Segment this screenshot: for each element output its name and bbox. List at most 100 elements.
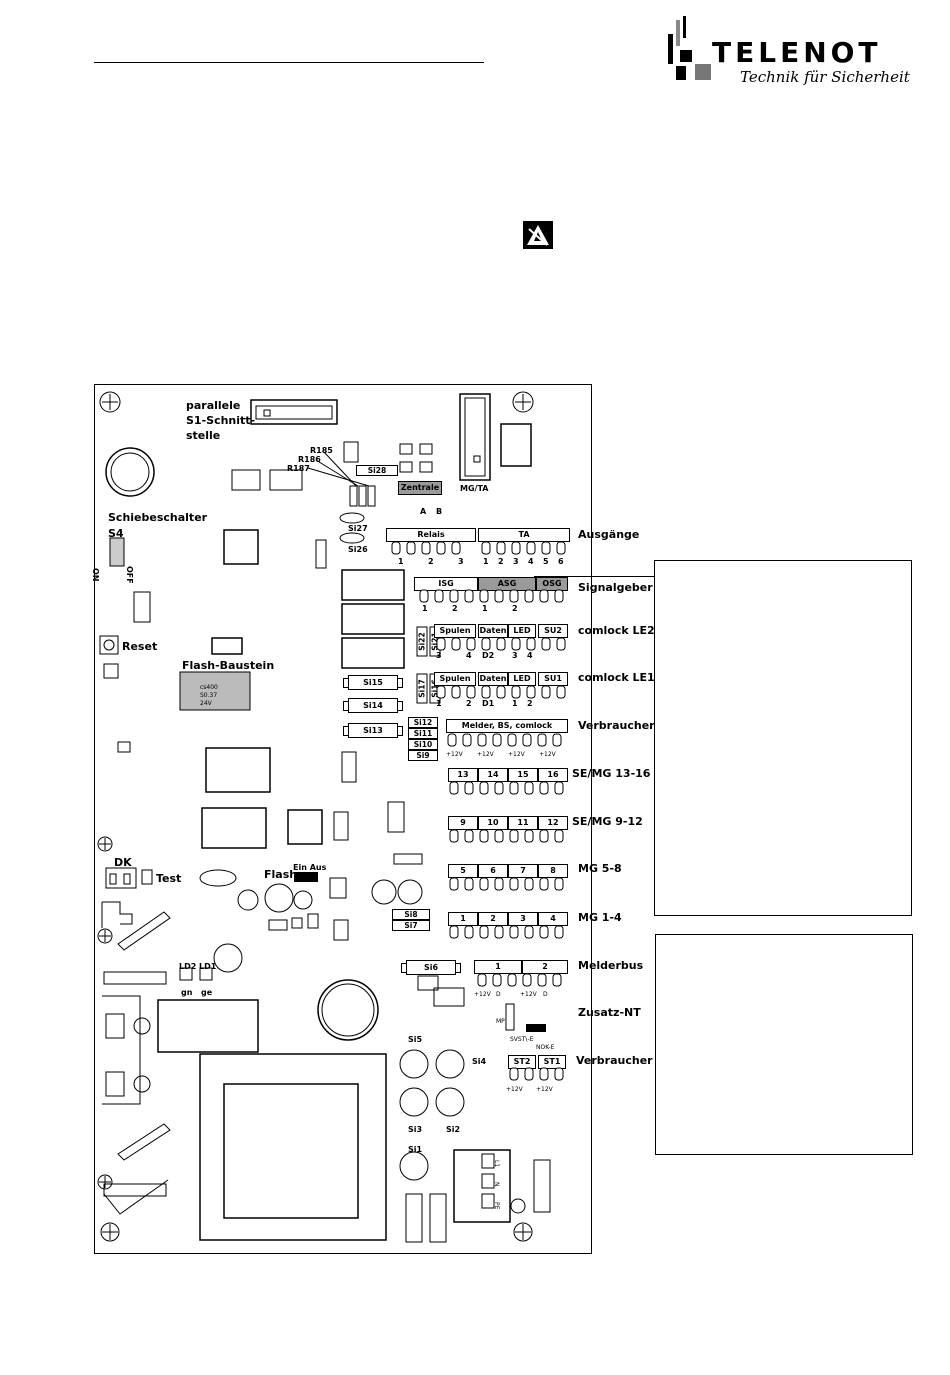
term-melderbus: Melderbus [578,959,644,972]
term-signalgeber: Signalgeber [578,581,653,594]
fuse-si8: Si8 [392,909,430,920]
term-semg-9-12: SE/MG 9-12 [572,815,643,828]
fuse-si1: Si1 [408,1145,423,1154]
hdr-mg15: 15 [508,768,538,782]
hdr-mg9: 9 [448,816,478,830]
le2-num-1: 3 [436,651,442,660]
screw-row-mg1 [449,925,564,939]
ld2-label: LD2 [179,962,197,971]
hdr-mg13: 13 [448,768,478,782]
term-mg-1-4: MG 1-4 [578,911,622,924]
test-label: Test [156,872,182,885]
chip-text-2: S0.37 [200,692,218,699]
hdr-mg8: 8 [538,864,568,878]
plus12v-1: +12V [446,751,463,758]
le1-num-2: 2 [466,699,472,708]
plus12v-3: +12V [508,751,525,758]
sig-num-3: 1 [482,604,488,613]
hdr-mg6: 6 [478,864,508,878]
hdr-osg: OSG [536,577,568,591]
terminal-screws [391,541,566,1081]
hdr-daten-le1: Daten [478,672,508,686]
fuse-si12: Si12 [408,717,438,728]
fuse-si10: Si10 [408,739,438,750]
screw-row-mg5 [449,877,564,891]
l1-label: L1 [493,1160,500,1168]
ein-aus-label: Ein Aus [293,863,327,872]
hdr-st2: ST2 [508,1055,536,1069]
ausg-num-2: 2 [428,557,434,566]
fuse-si6: Si6 [401,960,461,975]
mount-hole-icon [97,836,113,852]
ausg-num-3: 3 [458,557,464,566]
hdr-mg1: 1 [448,912,478,926]
fuse-si2: Si2 [446,1125,461,1134]
reset-label: Reset [122,640,158,653]
parallel-iface-label-1: parallele [186,399,241,412]
fuse-si14: Si14 [343,698,403,713]
hdr-st1: ST1 [538,1055,566,1069]
zentrale-a: A [420,507,427,516]
parallel-iface-label-3: stelle [186,429,221,442]
screw-row-verbraucher [447,733,562,747]
plus12v-4: +12V [539,751,556,758]
mb-sub-4: D [543,991,548,998]
hdr-su1: SU1 [538,672,568,686]
zusatz-nt-jumper[interactable] [526,1024,546,1032]
hdr-mg7: 7 [508,864,538,878]
ausg-num-7: 4 [528,557,534,566]
hdr-melder: Melder, BS, comlock [446,719,568,733]
le2-num-3: D2 [482,651,495,660]
screw-row-le2 [436,637,566,651]
zentrale-header: Zentrale [398,481,442,495]
pe-label: PE [493,1202,500,1210]
ausg-num-5: 2 [498,557,504,566]
board-graphics [97,391,551,1243]
fuse-si7: Si7 [392,920,430,931]
st-12v-2: +12V [536,1086,553,1093]
plus12v-2: +12V [477,751,494,758]
switch-on-label: ON [91,568,100,582]
hdr-mg14: 14 [478,768,508,782]
mg-ta-label: MG/TA [460,484,489,493]
mp-label: MP [496,1018,505,1025]
hdr-mg2: 2 [478,912,508,926]
fuse-si5: Si5 [408,1035,423,1044]
le1-num-1: 1 [436,699,442,708]
dk-label: DK [114,856,132,869]
r186-label: R186 [298,455,321,464]
mount-hole-icon [513,1222,533,1242]
ausg-num-8: 5 [543,557,549,566]
mount-hole-icon [97,928,113,944]
hdr-su2: SU2 [538,624,568,638]
hdr-asg: ASG [478,577,536,591]
term-mg-5-8: MG 5-8 [578,862,622,875]
logo-mark [668,16,711,80]
flash-switch[interactable] [294,872,318,882]
term-comlock-le1: comlock LE1 [578,671,655,684]
header-rule [94,62,484,63]
fuse-si27: Si27 [348,524,368,533]
fuse-si3: Si3 [408,1125,423,1134]
ld1-label: LD1 [199,962,217,971]
hdr-mg4: 4 [538,912,568,926]
slide-switch-id: S4 [108,527,124,540]
ausg-num-4: 1 [483,557,489,566]
slide-switch-label: Schiebeschalter [108,511,208,524]
hdr-mg16: 16 [538,768,568,782]
mount-hole-icon [100,1222,120,1242]
screw-row-mg13 [449,781,564,795]
fuse-si9: Si9 [408,750,438,761]
hdr-mg5: 5 [448,864,478,878]
ausg-num-9: 6 [558,557,564,566]
fuse-si4: Si4 [472,1057,487,1066]
chip-text-3: 24V [200,700,212,707]
fuse-si11: Si11 [408,728,438,739]
hdr-mg10: 10 [478,816,508,830]
term-zusatz-nt: Zusatz-NT [578,1006,641,1019]
brand-name: TELENOT [712,36,882,69]
term-verbraucher-2: Verbraucher [576,1054,653,1067]
hdr-led-le1: LED [508,672,536,686]
hdr-isg: ISG [414,577,478,591]
gn-label: gn [181,988,193,997]
